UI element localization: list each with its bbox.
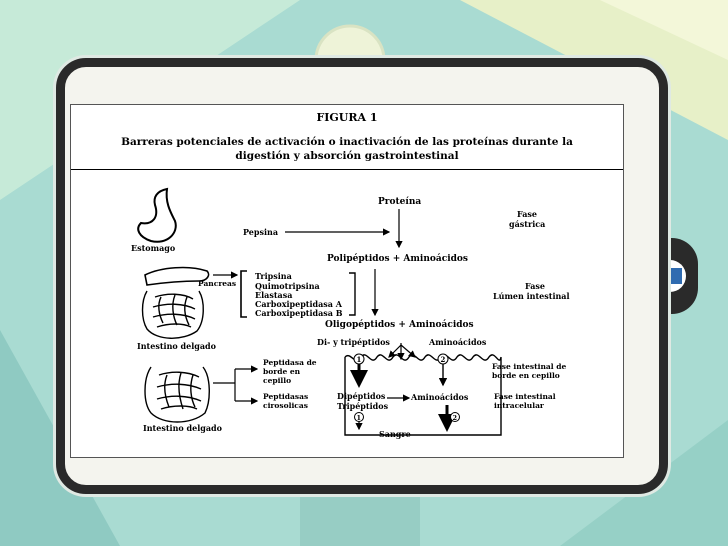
figure-subtitle: Barreras potenciales de activación o ina… bbox=[121, 136, 573, 162]
figure-title: FIGURA 1 bbox=[316, 111, 378, 124]
center-arrow-left bbox=[388, 344, 402, 358]
enzyme-chymotrypsin: Quimotripsina bbox=[255, 281, 320, 291]
stomach-icon bbox=[137, 187, 177, 243]
marker-1-top: 1 bbox=[357, 355, 362, 364]
pancreas-icon bbox=[144, 266, 210, 286]
lumen-phase-line1: Fase bbox=[525, 281, 545, 291]
intestine-icon-2 bbox=[144, 366, 210, 423]
dipeptides-label: Dipéptidos bbox=[337, 391, 386, 401]
oligopeptides-label: Oligopéptidos + Aminoácidos bbox=[325, 319, 474, 330]
brush-border bbox=[344, 354, 502, 436]
di-tri-label: Di- y tripéptidos bbox=[317, 337, 390, 347]
intestine-label-1: Intestino delgado bbox=[137, 341, 217, 351]
border-peptidase-line3: cepillo bbox=[263, 376, 291, 385]
border-peptidase-line2: borde en bbox=[263, 367, 301, 376]
intestine-label-2: Intestino delgado bbox=[143, 423, 223, 433]
stomach-label: Estomago bbox=[131, 243, 176, 253]
pepsin-label: Pepsina bbox=[243, 227, 278, 237]
lumen-phase-line2: Lúmen intestinal bbox=[493, 291, 570, 301]
marker-2-top: 2 bbox=[441, 355, 446, 364]
cyto-peptidase-line2: cirosolicas bbox=[263, 401, 308, 410]
intra-phase-line1: Fase intestinal bbox=[494, 392, 556, 401]
enzyme-bracket bbox=[240, 270, 247, 318]
marker-2-bottom: 2 bbox=[453, 414, 458, 422]
enzyme-trypsin: Tripsina bbox=[255, 271, 292, 281]
border-peptidase-line1: Peptidasa de bbox=[263, 358, 317, 367]
amino-top-label: Aminoácidos bbox=[428, 337, 487, 347]
enzyme-elastase: Elastasa bbox=[255, 290, 292, 300]
pancreas-label: Pancreas bbox=[198, 279, 236, 288]
marker-1-bottom: 1 bbox=[357, 414, 362, 422]
figure-sheet: FIGURA 1 Barreras potenciales de activac… bbox=[70, 104, 624, 458]
intra-phase-line2: intracelular bbox=[494, 401, 545, 410]
blood-label: Sangre bbox=[379, 429, 411, 439]
intestine-icon-1 bbox=[141, 290, 204, 339]
polypeptides-label: Polipéptidos + Aminoácidos bbox=[327, 253, 468, 264]
cyto-peptidase-line1: Peptidasas bbox=[263, 392, 308, 401]
amino-inner-label: Aminoácidos bbox=[410, 392, 469, 402]
tripeptides-label: Tripéptidos bbox=[337, 401, 389, 411]
gastric-phase-line2: gástrica bbox=[509, 219, 545, 229]
border-phase-line1: Fase intestinal de bbox=[492, 362, 566, 371]
enzyme-bracket-right bbox=[349, 272, 356, 316]
enzyme-carboxypeptidase-a: Carboxipeptidasa A bbox=[255, 299, 343, 309]
gastric-phase-line1: Fase bbox=[517, 209, 537, 219]
header-divider bbox=[71, 169, 623, 170]
enzyme-carboxypeptidase-b: Carboxipeptidasa B bbox=[255, 308, 343, 318]
digestion-diagram: Estomago Pancreas Intestino delgado Inte… bbox=[131, 187, 570, 439]
protein-label: Proteína bbox=[378, 196, 421, 207]
border-phase-line2: borde en cepillo bbox=[492, 371, 560, 380]
